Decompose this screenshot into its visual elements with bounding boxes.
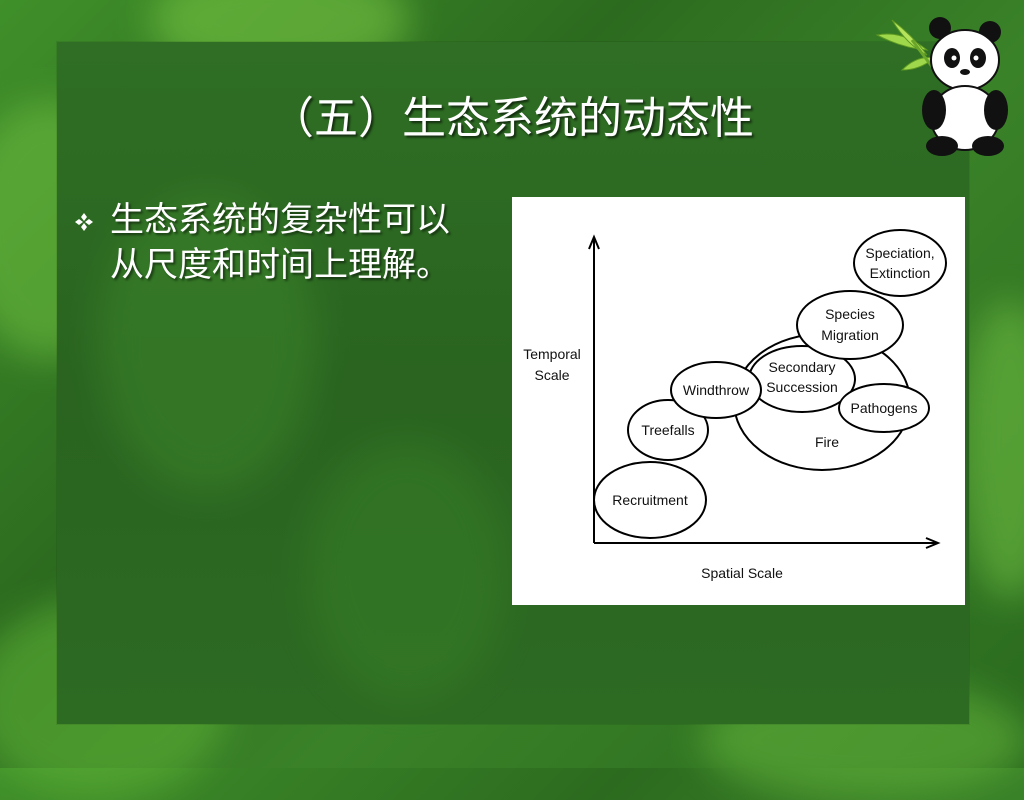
node-treefalls-label: Treefalls <box>641 422 694 438</box>
node-pathogens-label: Pathogens <box>851 400 918 416</box>
y-axis-label-line1: Temporal <box>523 346 581 362</box>
node-secondary-label-line1: Secondary <box>769 359 836 375</box>
node-speciation-ellipse <box>853 229 947 297</box>
node-speciation-label-line2: Extinction <box>870 265 931 281</box>
node-species-label-line2: Migration <box>821 327 879 343</box>
y-axis-label-line2: Scale <box>534 367 569 383</box>
panel-blur-blob <box>307 442 507 702</box>
node-secondary-label-line2: Succession <box>766 379 838 395</box>
node-pathogens-ellipse <box>838 383 930 433</box>
y-axis-arrow <box>588 234 600 250</box>
x-axis-label: Spatial Scale <box>701 565 783 581</box>
node-recruitment-label: Recruitment <box>612 492 688 508</box>
node-windthrow-ellipse <box>670 361 762 419</box>
diamond-bullet-icon <box>75 213 93 231</box>
panda-with-bamboo-icon <box>875 17 1008 156</box>
background-blur-blob <box>960 300 1024 600</box>
node-speciation-label-line1: Speciation, <box>865 245 934 261</box>
node-treefalls-ellipse <box>627 399 709 461</box>
panel-blur-blob <box>97 192 317 492</box>
node-recruitment-ellipse <box>593 461 707 539</box>
x-axis-arrow <box>925 537 941 549</box>
node-fire-label: Fire <box>815 434 839 450</box>
scale-diagram: Temporal Scale Spatial Scale Fire Second… <box>512 197 965 605</box>
bullet-text: 生态系统的复杂性可以从尺度和时间上理解。 <box>110 200 450 285</box>
node-windthrow-label: Windthrow <box>683 382 750 398</box>
node-species-label-line1: Species <box>825 306 875 322</box>
slide-title: （五）生态系统的动态性 <box>270 93 754 144</box>
node-species-ellipse <box>796 290 904 360</box>
scale-diagram-svg: Temporal Scale Spatial Scale Fire Second… <box>523 229 947 581</box>
